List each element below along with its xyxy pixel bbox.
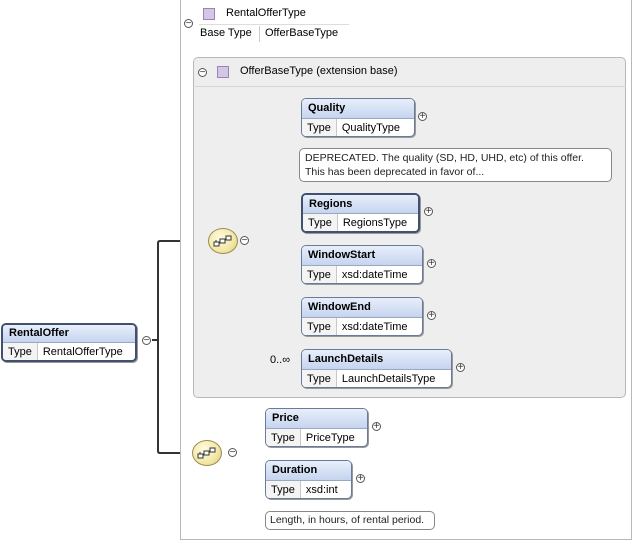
type-value: QualityType: [341, 122, 400, 134]
quality-annotation: DEPRECATED. The quality (SD, HD, UHD, et…: [299, 148, 612, 182]
collapse-complex-type-icon[interactable]: −: [184, 18, 193, 29]
element-name: Regions: [303, 195, 418, 214]
element-quality[interactable]: Quality Type QualityType: [301, 98, 415, 137]
complex-type-icon: [217, 66, 229, 78]
element-launch-details[interactable]: LaunchDetails Type LaunchDetailsType: [301, 349, 452, 388]
element-name: LaunchDetails: [302, 350, 451, 370]
collapse-sequence-icon[interactable]: −: [240, 235, 249, 246]
element-window-start[interactable]: WindowStart Type xsd:dateTime: [301, 245, 423, 284]
type-label: Type: [302, 266, 337, 283]
expand-quality-icon[interactable]: +: [418, 111, 427, 122]
base-type-value: OfferBaseType: [265, 27, 339, 39]
element-name: WindowStart: [302, 246, 422, 266]
element-regions[interactable]: Regions Type RegionsType: [301, 193, 420, 233]
type-value: xsd:dateTime: [341, 321, 408, 333]
expand-window-start-icon[interactable]: +: [427, 258, 436, 269]
element-duration[interactable]: Duration Type xsd:int: [265, 460, 352, 499]
type-row: Type xsd:dateTime: [302, 318, 422, 335]
type-label: Type: [302, 370, 337, 387]
collapse-rental-offer-icon[interactable]: −: [142, 335, 151, 346]
expand-launch-details-icon[interactable]: +: [456, 362, 465, 373]
element-price[interactable]: Price Type PriceType: [265, 408, 368, 447]
collapse-sequence-icon[interactable]: −: [228, 447, 237, 458]
sequence-compositor-icon[interactable]: [208, 228, 238, 254]
expand-price-icon[interactable]: +: [372, 421, 381, 432]
type-row: Type xsd:int: [266, 481, 351, 498]
type-value: PriceType: [305, 432, 355, 444]
type-label: Type: [302, 318, 337, 335]
type-label: Type: [266, 481, 301, 498]
element-name: WindowEnd: [302, 298, 422, 318]
extension-title: OfferBaseType (extension base): [240, 65, 398, 77]
expand-window-end-icon[interactable]: +: [427, 310, 436, 321]
complex-type-icon: [203, 8, 215, 20]
type-row: Type LaunchDetailsType: [302, 370, 451, 387]
type-row: Type xsd:dateTime: [302, 266, 422, 283]
element-name: Price: [266, 409, 367, 429]
expand-regions-icon[interactable]: +: [424, 206, 433, 217]
duration-annotation: Length, in hours, of rental period.: [265, 511, 435, 530]
element-rental-offer[interactable]: RentalOffer Type RentalOfferType: [1, 323, 137, 362]
element-name: RentalOffer: [3, 325, 135, 343]
element-name: Quality: [302, 99, 414, 119]
type-row: Type RegionsType: [303, 214, 418, 231]
type-row: Type PriceType: [266, 429, 367, 446]
type-row: Type QualityType: [302, 119, 414, 136]
expand-duration-icon[interactable]: +: [356, 473, 365, 484]
divider: [259, 26, 260, 42]
base-type-label: Base Type: [200, 27, 252, 39]
collapse-extension-icon[interactable]: −: [198, 67, 207, 78]
sequence-compositor-icon[interactable]: [192, 440, 222, 466]
type-value: RegionsType: [342, 217, 408, 229]
complex-type-name: RentalOfferType: [226, 7, 306, 19]
type-label: Type: [303, 214, 338, 231]
extension-base-header: [193, 57, 626, 87]
type-label: Type: [266, 429, 301, 446]
type-value: xsd:dateTime: [341, 269, 408, 281]
type-label: Type: [302, 119, 337, 136]
cardinality-label: 0..∞: [270, 354, 291, 366]
element-name: Duration: [266, 461, 351, 481]
type-row: Type RentalOfferType: [3, 343, 135, 360]
element-window-end[interactable]: WindowEnd Type xsd:dateTime: [301, 297, 423, 336]
type-value: LaunchDetailsType: [341, 373, 436, 385]
type-label: Type: [3, 343, 38, 360]
type-value: xsd:int: [305, 484, 338, 496]
divider: [199, 24, 349, 25]
type-value: RentalOfferType: [42, 346, 123, 358]
